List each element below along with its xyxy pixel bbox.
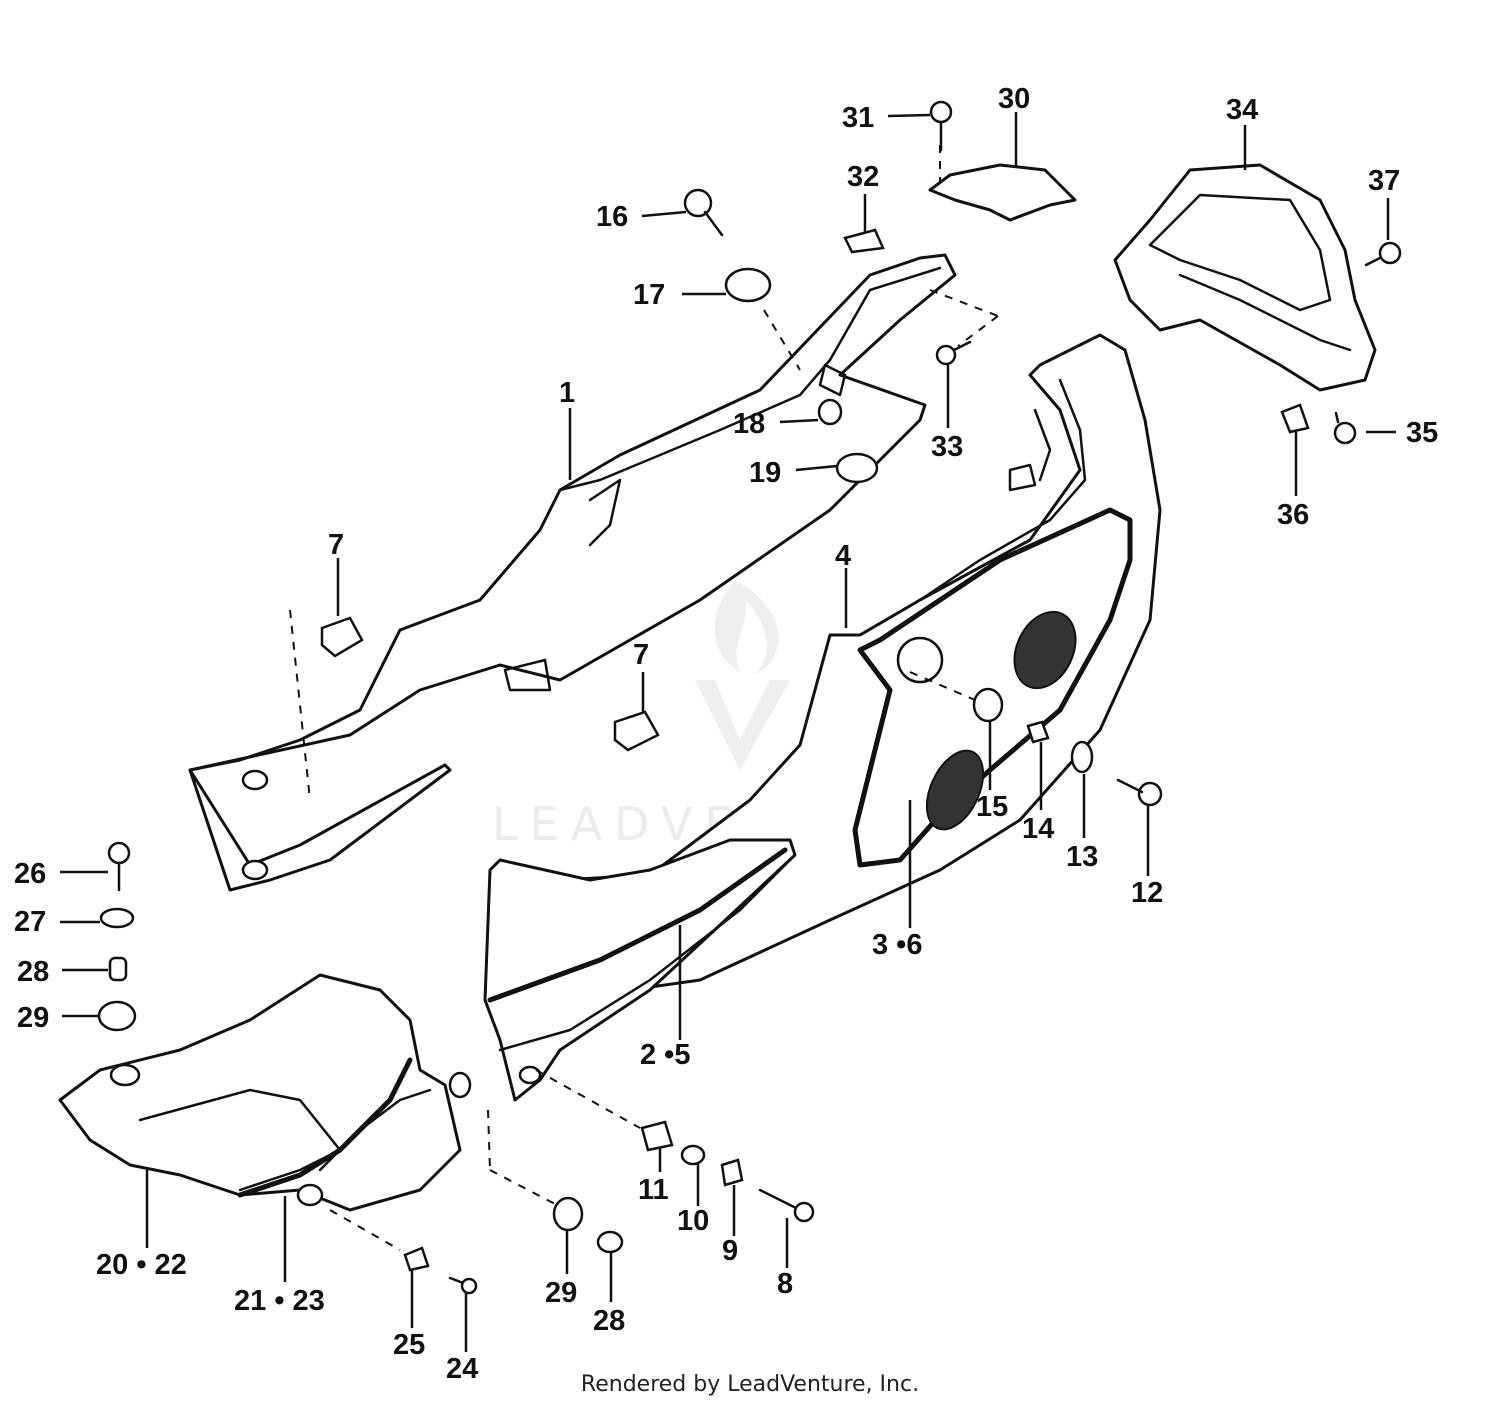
hardware <box>97 100 1402 1295</box>
part-7-grommet-a <box>320 616 364 658</box>
part-11-grommet <box>640 1120 674 1152</box>
callout-4[interactable]: 4 <box>835 540 851 572</box>
callout-12[interactable]: 12 <box>1131 877 1163 909</box>
callout-1[interactable]: 1 <box>559 377 575 409</box>
part-24-screw <box>448 1276 478 1295</box>
part-28-collar-a <box>108 956 128 982</box>
part-1-frame-cover <box>188 253 957 892</box>
part-26-screw <box>107 841 131 892</box>
callouts: 1 2 •5 3 •6 4 7 7 8 9 10 11 12 13 14 15 … <box>14 83 1438 1385</box>
callout-16[interactable]: 16 <box>596 201 628 233</box>
callout-30[interactable]: 30 <box>998 83 1030 115</box>
callout-11[interactable]: 11 <box>638 1174 669 1206</box>
callout-18[interactable]: 18 <box>733 408 765 440</box>
callout-29b[interactable]: 29 <box>545 1277 577 1309</box>
callout-13[interactable]: 13 <box>1066 841 1098 873</box>
part-9-washer <box>720 1158 744 1187</box>
callout-28a[interactable]: 28 <box>17 956 49 988</box>
callout-7b[interactable]: 7 <box>633 639 649 671</box>
callout-3-6[interactable]: 3 •6 <box>872 929 922 961</box>
part-28-collar-b <box>596 1230 624 1254</box>
part-18-collar <box>817 398 843 426</box>
part-12-bolt <box>1116 778 1163 807</box>
part-37-screw <box>1364 241 1402 267</box>
callout-35[interactable]: 35 <box>1406 417 1438 449</box>
part-15-collar <box>972 687 1004 723</box>
callout-34[interactable]: 34 <box>1226 94 1258 126</box>
callout-19[interactable]: 19 <box>749 457 781 489</box>
part-31-bolt <box>929 100 953 152</box>
part-35-screw <box>1333 411 1357 445</box>
callout-14[interactable]: 14 <box>1022 813 1054 845</box>
callout-10[interactable]: 10 <box>677 1205 709 1237</box>
part-7-grommet-b <box>613 710 660 752</box>
callout-26[interactable]: 26 <box>14 858 46 890</box>
callout-33[interactable]: 33 <box>931 431 963 463</box>
callout-21-23[interactable]: 21 • 23 <box>234 1285 325 1317</box>
callout-37[interactable]: 37 <box>1368 165 1400 197</box>
callout-7a[interactable]: 7 <box>328 529 344 561</box>
part-17-grommet <box>724 267 772 303</box>
callout-15[interactable]: 15 <box>976 791 1008 823</box>
part-25-nut <box>403 1246 430 1272</box>
part-20-lower-left-cover <box>58 973 472 1212</box>
part-33-screw <box>935 340 972 366</box>
callout-29a[interactable]: 29 <box>17 1002 49 1034</box>
callout-8[interactable]: 8 <box>777 1268 793 1300</box>
callout-32[interactable]: 32 <box>847 161 879 193</box>
callout-24[interactable]: 24 <box>446 1353 478 1385</box>
callout-36[interactable]: 36 <box>1277 499 1309 531</box>
part-27-washer <box>99 907 135 929</box>
footer-credit: Rendered by LeadVenture, Inc. <box>580 1372 920 1397</box>
part-2-lower-cover <box>483 838 797 1102</box>
part-34-tail-cover <box>1113 163 1377 392</box>
part-13-washer <box>1070 740 1094 774</box>
callout-9[interactable]: 9 <box>722 1235 738 1267</box>
part-32-nut <box>843 228 885 254</box>
part-4-side-cover <box>488 333 1162 1002</box>
part-30-bracket <box>928 163 1077 222</box>
callout-2-5[interactable]: 2 •5 <box>640 1039 690 1071</box>
part-29-grommet-b <box>552 1196 584 1232</box>
part-29-grommet-a <box>97 1000 137 1032</box>
callout-17[interactable]: 17 <box>633 279 665 311</box>
part-19-grommet <box>835 452 879 484</box>
callout-28b[interactable]: 28 <box>593 1305 625 1337</box>
part-14-spacer <box>1026 720 1050 744</box>
watermark-logo <box>695 580 790 770</box>
leader-lines <box>60 112 1396 1352</box>
part-16-bolt <box>683 188 724 237</box>
callout-27[interactable]: 27 <box>14 906 46 938</box>
part-10-collar <box>680 1144 706 1166</box>
part-36-clip <box>1280 403 1310 434</box>
callout-25[interactable]: 25 <box>393 1329 425 1361</box>
callout-20-22[interactable]: 20 • 22 <box>96 1249 187 1281</box>
callout-31[interactable]: 31 <box>842 102 874 134</box>
part-8-screw <box>758 1188 815 1223</box>
